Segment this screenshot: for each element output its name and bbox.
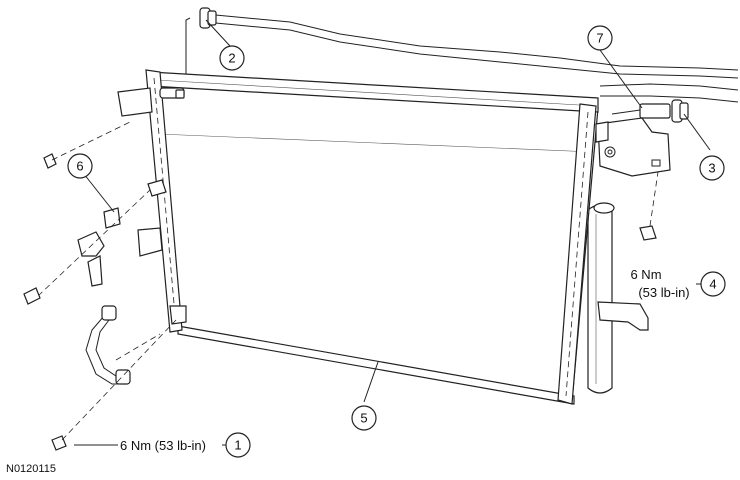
callout-3: 3: [699, 155, 725, 181]
callout-1-spec: 6 Nm (53 lb-in): [120, 438, 206, 453]
callout-7-number: 7: [596, 31, 603, 46]
condenser-core: [117, 69, 609, 405]
callout-1-number: 1: [234, 438, 241, 453]
receiver-drier: [587, 202, 649, 394]
leader-lines: [74, 19, 711, 446]
callout-2: 2: [219, 45, 245, 71]
callout-4-number: 4: [709, 277, 716, 292]
right-line-fitting: [597, 99, 689, 177]
left-bolts-and-line: [23, 121, 177, 451]
figure-id: N0120115: [6, 463, 56, 475]
callout-5: 5: [351, 405, 377, 431]
callout-4: 6 Nm (53 lb-in) 4: [630, 267, 726, 300]
callout-5-number: 5: [360, 411, 367, 426]
callout-2-number: 2: [228, 51, 235, 66]
callout-6: 6: [67, 153, 93, 179]
callout-7: 7: [587, 25, 613, 51]
right-bolt: [639, 171, 659, 241]
callout-1: 6 Nm (53 lb-in) 1: [120, 432, 251, 458]
callout-4-spec-line2: (53 lb-in): [638, 285, 689, 300]
callout-6-number: 6: [76, 159, 83, 174]
callout-4-spec-line1: 6 Nm: [630, 267, 661, 282]
callout-3-number: 3: [708, 161, 715, 176]
